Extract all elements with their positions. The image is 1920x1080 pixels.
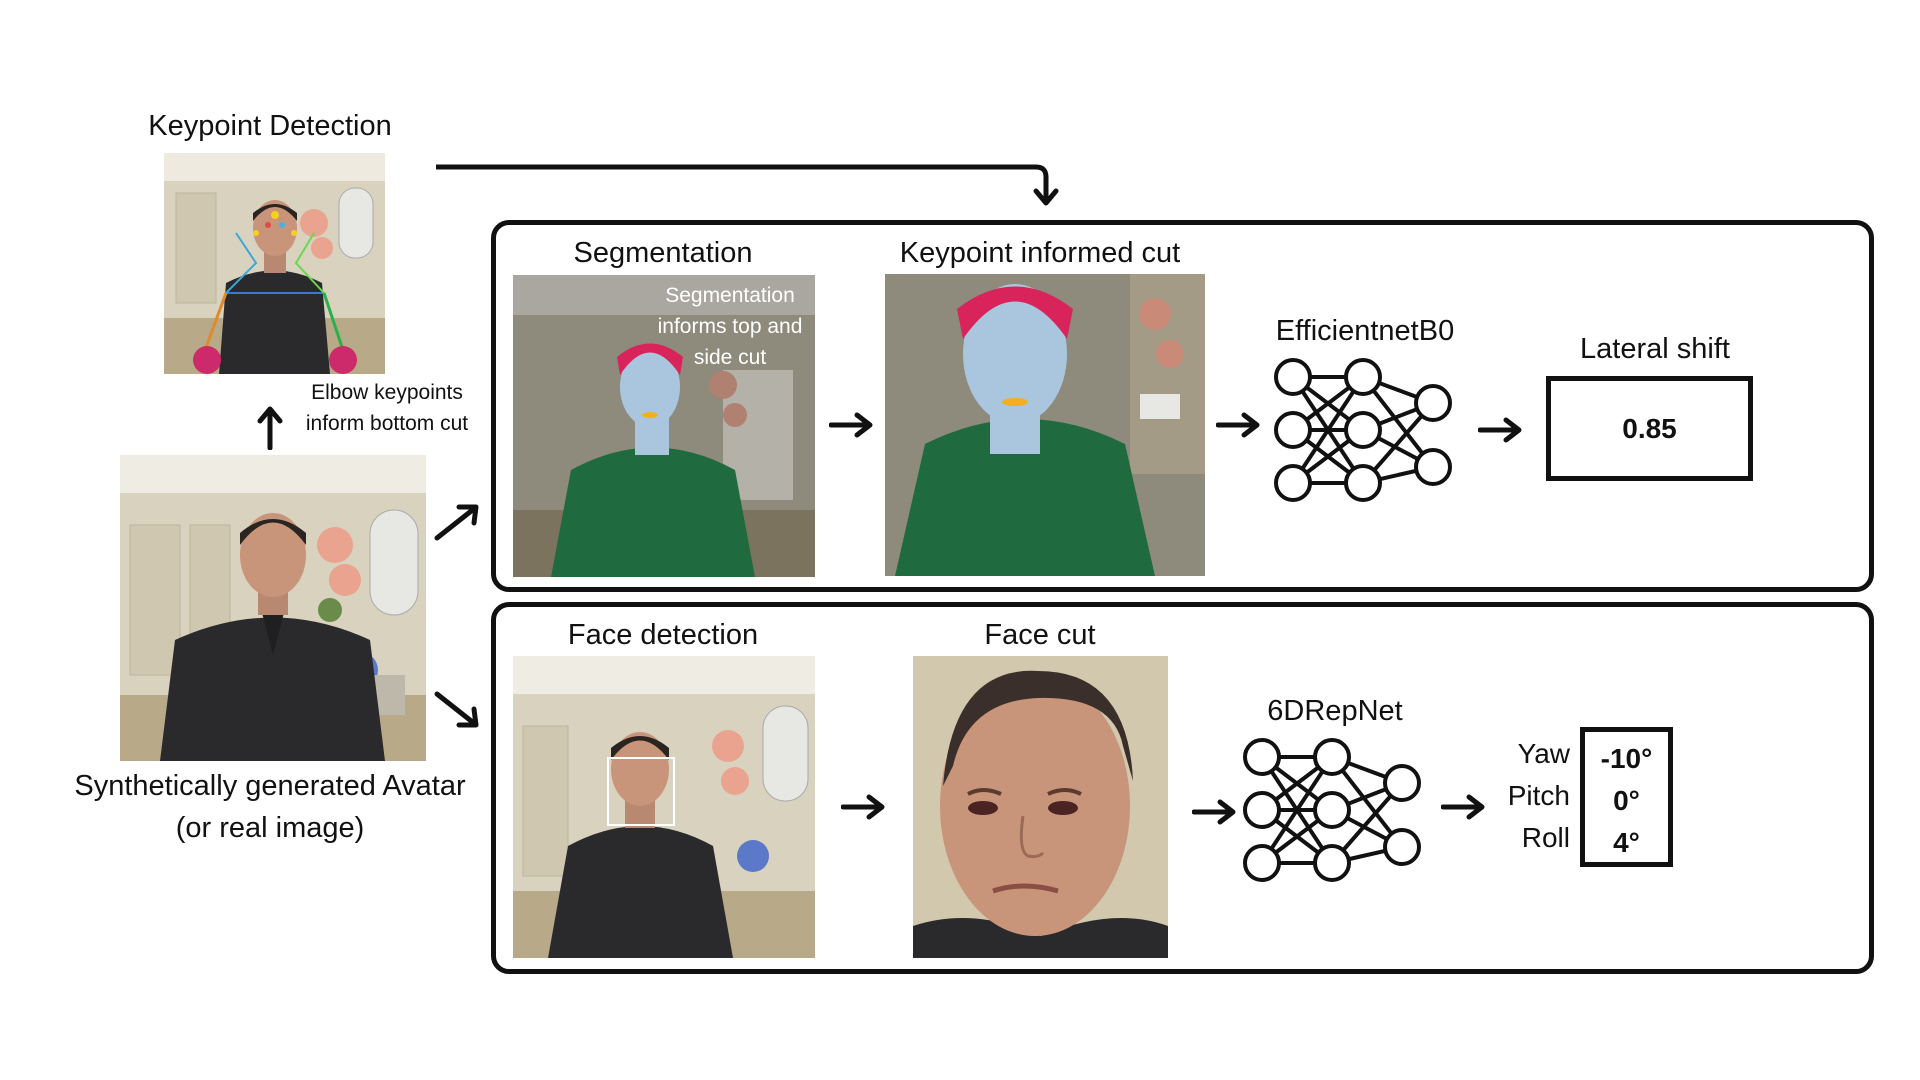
angle-value-roll: 4°: [1613, 827, 1640, 858]
angle-name-yaw: Yaw: [1517, 738, 1570, 769]
angle-name-roll: Roll: [1521, 822, 1570, 853]
elbow-keypoints-note: Elbow keypoints inform bottom cut: [292, 377, 482, 439]
arrow-up-icon: [257, 406, 283, 450]
input-caption-line-2: (or real image): [175, 812, 365, 844]
arrow-down-right-connector-icon: [436, 164, 1059, 206]
input-caption-line-1: Synthetically generated Avatar: [74, 770, 466, 802]
lateral-shift-pipeline-panel: [491, 220, 1874, 592]
arrow-right-icon: [1441, 794, 1485, 820]
angle-name-pitch: Pitch: [1507, 780, 1570, 811]
elbow-note-line-1: Elbow keypoints: [311, 381, 463, 404]
segmentation-image: [513, 275, 815, 577]
arrow-right-icon: [1478, 417, 1522, 443]
arrow-diagonal-up-icon: [434, 504, 479, 541]
angle-value-yaw: -10°: [1600, 743, 1653, 774]
lateral-shift-output-box: 0.85: [1546, 376, 1753, 481]
arrow-diagonal-down-icon: [434, 691, 479, 728]
arrow-right-icon: [1192, 799, 1236, 825]
arrow-right-icon: [829, 412, 873, 438]
head-pose-pipeline-panel: [491, 602, 1874, 974]
segmentation-note: Segmentation informs top and side cut: [640, 280, 820, 373]
segmentation-note-line-2: informs top and: [657, 315, 803, 338]
face-cut-image: [913, 656, 1168, 958]
arrow-right-icon: [841, 794, 885, 820]
keypoint-informed-cut-image: [885, 274, 1205, 576]
head-pose-angle-names: Yaw Pitch Roll: [1490, 733, 1570, 859]
face-cut-title: Face cut: [984, 619, 1096, 651]
keypoint-detection-image: [164, 153, 385, 374]
segmentation-note-line-1: Segmentation: [665, 284, 795, 307]
efficientnet-label: EfficientnetB0: [1275, 315, 1455, 347]
input-caption: Synthetically generated Avatar (or real …: [55, 765, 485, 849]
angle-value-pitch: 0°: [1613, 785, 1640, 816]
neural-network-icon: [1274, 358, 1452, 502]
neural-network-icon: [1243, 738, 1421, 882]
lateral-shift-value: 0.85: [1622, 413, 1677, 444]
6drepnet-label: 6DRepNet: [1267, 695, 1403, 727]
keypoint-detection-title: Keypoint Detection: [148, 110, 392, 142]
head-pose-output-box: -10° 0° 4°: [1580, 727, 1673, 867]
input-avatar-image: [120, 455, 426, 761]
lateral-shift-title: Lateral shift: [1580, 333, 1730, 365]
segmentation-note-line-3: side cut: [693, 346, 767, 369]
arrow-right-icon: [1216, 412, 1260, 438]
face-detection-title: Face detection: [567, 619, 759, 651]
segmentation-title: Segmentation: [573, 237, 753, 269]
keypoint-informed-cut-title: Keypoint informed cut: [899, 237, 1181, 269]
elbow-note-line-2: inform bottom cut: [305, 412, 469, 435]
face-detection-image: [513, 656, 815, 958]
